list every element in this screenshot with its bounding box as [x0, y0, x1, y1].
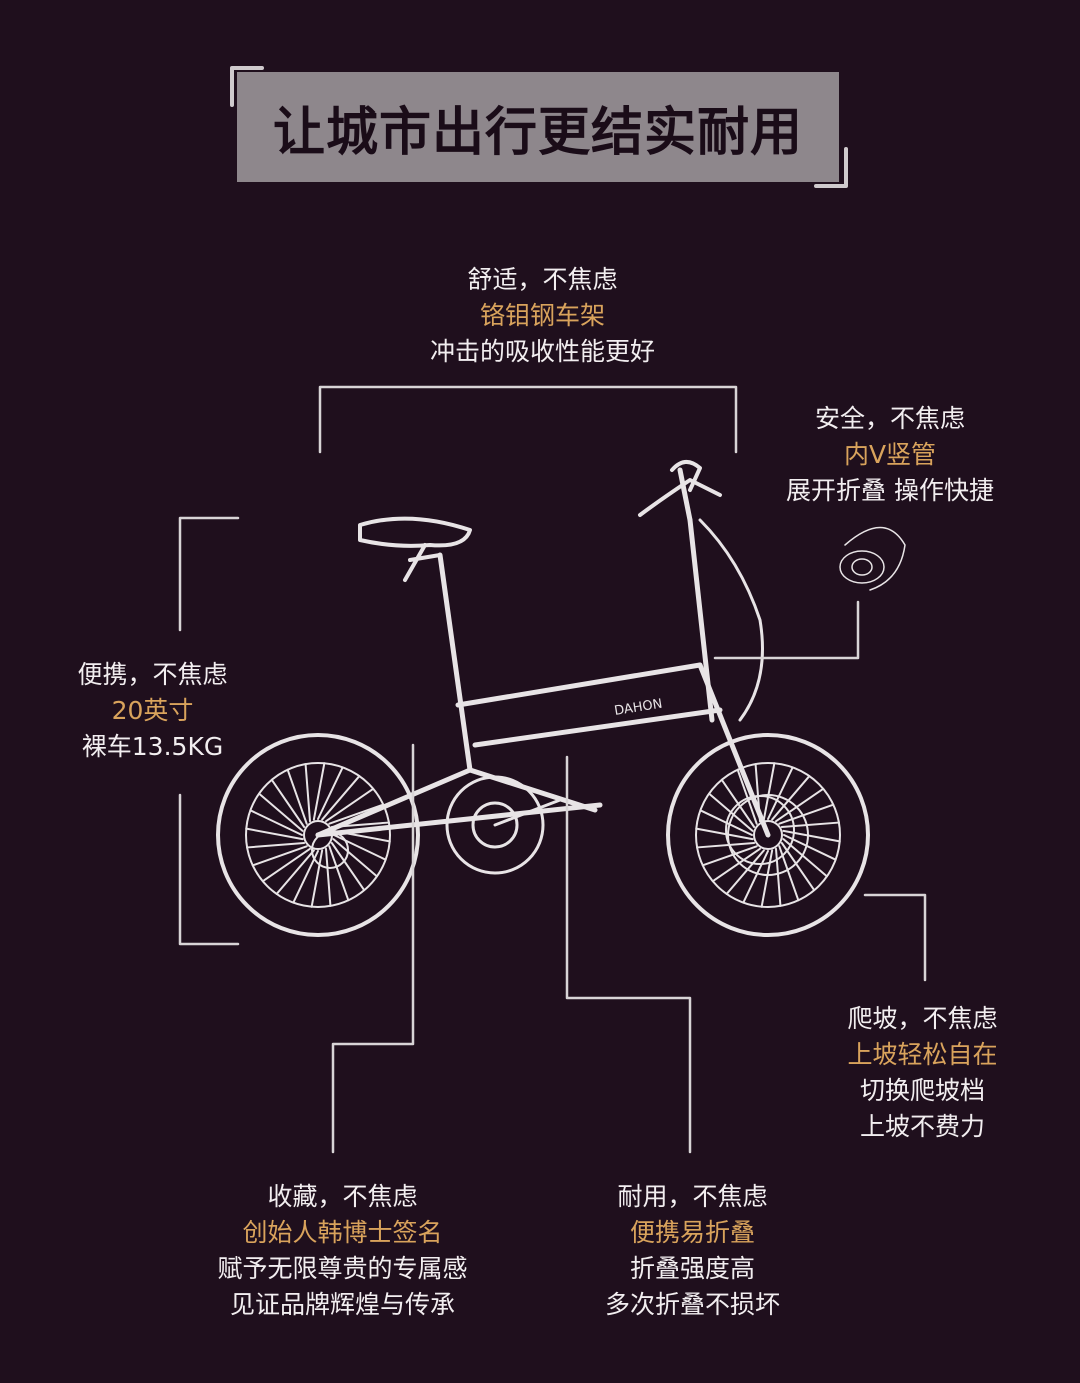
saddle: [358, 516, 472, 582]
callout-highlight: 铬钼钢车架: [479, 301, 605, 330]
wheel-spoke: [325, 787, 375, 823]
title-bracket-top-left: [230, 66, 264, 107]
callout-line: 赋予无限尊贵的专属感: [217, 1254, 468, 1283]
wheel-spoke: [760, 849, 774, 908]
callout-heading: 舒适，不焦虑: [467, 265, 618, 294]
wheel-spoke: [767, 766, 794, 820]
handlebar: [638, 460, 722, 517]
wheel-spoke: [249, 809, 303, 836]
wheel-spoke: [275, 849, 315, 895]
wheel-spoke: [711, 847, 761, 883]
wheel-spoke: [261, 847, 311, 883]
wheel-spoke: [780, 821, 840, 828]
callout-line: 多次折叠不损坏: [604, 1290, 780, 1319]
callout-highlight: 20英寸: [111, 696, 194, 725]
callout-line: 折叠强度高: [629, 1254, 755, 1283]
wheel-spoke: [270, 778, 306, 828]
wheel-spoke: [771, 775, 811, 821]
wheel-spoke: [328, 845, 350, 902]
wheel-spoke: [775, 787, 825, 823]
callout-heading: 收藏，不焦虑: [267, 1182, 418, 1211]
callout-line: 见证品牌辉煌与传承: [229, 1290, 455, 1319]
callout-line: 上坡不费力: [859, 1112, 985, 1141]
wheel-spoke: [778, 803, 835, 825]
bike-frame: [315, 467, 771, 838]
callout-gear: 爬坡，不焦虑 上坡轻松自在 切换爬坡档 上坡不费力: [820, 1001, 1025, 1145]
wheel-spoke: [742, 850, 769, 904]
wheel-spoke: [775, 847, 782, 907]
wheel-spoke: [246, 842, 306, 849]
wheel-spoke: [286, 768, 308, 825]
wheel-spoke: [321, 775, 361, 821]
callout-highlight: 创始人韩博士签名: [242, 1218, 443, 1247]
leader-lines: [178, 385, 927, 1154]
callout-heading: 安全，不焦虑: [814, 404, 965, 433]
wheel-spoke: [258, 792, 304, 832]
wheel-spoke: [328, 803, 385, 825]
callout-heading: 耐用，不焦虑: [617, 1182, 768, 1211]
callout-highlight: 上坡轻松自在: [847, 1040, 998, 1069]
callout-highlight: 内V竖管: [843, 440, 937, 469]
wheel-spoke: [701, 845, 758, 867]
page-title: 让城市出行更结实耐用: [272, 102, 803, 163]
title-bracket-bottom-right: [814, 147, 848, 188]
callout-frame: 舒适，不焦虑 铬钼钢车架 冲击的吸收性能更好: [400, 262, 685, 370]
wheel-spoke: [333, 834, 387, 861]
wheel-spoke: [762, 762, 776, 821]
stem-detail-drawing: [839, 526, 906, 591]
callout-collect: 收藏，不焦虑 创始人韩博士签名 赋予无限尊贵的专属感 见证品牌辉煌与传承: [190, 1179, 495, 1323]
wheel-spoke: [736, 768, 758, 825]
wheel-spoke: [310, 849, 324, 908]
wheel-spoke: [304, 763, 311, 823]
callout-line: 切换爬坡档: [859, 1076, 985, 1105]
callout-line: 裸车13.5KG: [81, 732, 224, 761]
callout-durable: 耐用，不焦虑 便携易折叠 折叠强度高 多次折叠不损坏: [580, 1179, 805, 1323]
wheel-spoke: [251, 845, 308, 867]
callout-line: 冲击的吸收性能更好: [429, 337, 655, 366]
wheel-spoke: [245, 827, 304, 841]
wheel-spoke: [695, 827, 754, 841]
callout-stem: 安全，不焦虑 内V竖管 展开折叠 操作快捷: [765, 401, 1015, 509]
wheel-spoke: [330, 842, 366, 892]
callout-heading: 爬坡，不焦虑: [847, 1004, 998, 1033]
wheel-spoke: [782, 829, 841, 843]
chainring: [445, 775, 562, 875]
callout-highlight: 便携易折叠: [629, 1218, 755, 1247]
wheel-spoke: [317, 766, 344, 820]
title-banner: 让城市出行更结实耐用: [237, 72, 839, 182]
callout-line: 展开折叠 操作快捷: [786, 476, 994, 505]
callout-heading: 便携，不焦虑: [77, 660, 228, 689]
wheel-spoke: [696, 842, 756, 849]
callout-wheel: 便携，不焦虑 20英寸 裸车13.5KG: [50, 657, 255, 765]
bike-brand-logo: DAHON: [613, 697, 663, 719]
wheel-spoke: [325, 847, 332, 907]
wheel-spoke: [725, 849, 765, 895]
wheel-spoke: [312, 762, 326, 821]
wheel-spoke: [332, 838, 378, 878]
